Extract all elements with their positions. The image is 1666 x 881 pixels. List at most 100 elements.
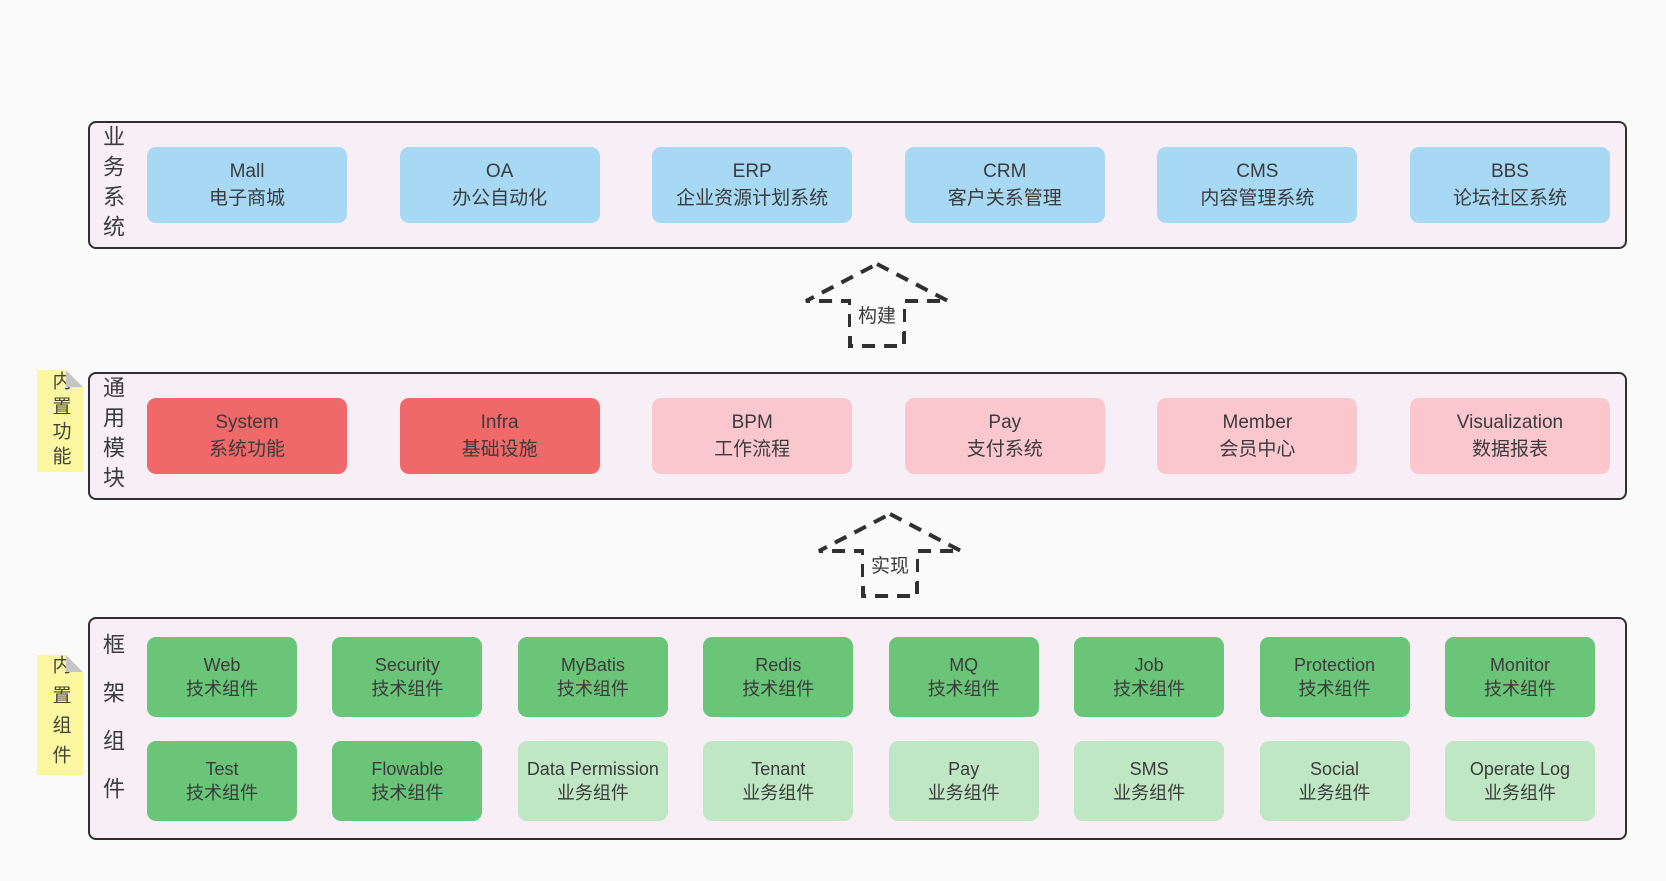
band-label-framework-components: 框架组件 xyxy=(100,632,125,825)
box-title: BPM xyxy=(731,412,773,433)
arrow-label-background xyxy=(851,298,903,332)
box-subtitle: 企业资源计划系统 xyxy=(676,188,829,209)
sticky-note-builtin-features: 内置功能 xyxy=(37,370,83,472)
box-subtitle: 系统功能 xyxy=(208,439,285,460)
box-title: Data Permission xyxy=(526,758,659,779)
folded-corner-icon xyxy=(66,370,83,387)
box-redis: Redis 技术组件 xyxy=(703,636,854,717)
box-title: Infra xyxy=(480,412,519,433)
folded-corner-icon xyxy=(66,655,83,672)
box-mybatis: MyBatis 技术组件 xyxy=(517,636,668,717)
band-label-business-systems: 业务系统 xyxy=(100,125,125,245)
box-title: OA xyxy=(485,161,514,182)
box-title: MyBatis xyxy=(560,654,625,675)
box-social: Social 业务组件 xyxy=(1259,740,1410,821)
box-visualization: Visualization 数据报表 xyxy=(1409,398,1610,474)
box-subtitle: 业务组件 xyxy=(1483,782,1556,803)
box-monitor: Monitor 技术组件 xyxy=(1444,636,1595,717)
box-title: Visualization xyxy=(1456,412,1564,433)
arrow-label: 实现 xyxy=(871,555,909,577)
box-subtitle: 技术组件 xyxy=(1483,678,1556,699)
box-subtitle: 业务组件 xyxy=(742,782,815,803)
box-oa: OA 办公自动化 xyxy=(399,147,600,223)
box-sms: SMS 业务组件 xyxy=(1074,740,1225,821)
box-title: Redis xyxy=(755,654,802,675)
box-protection: Protection 技术组件 xyxy=(1259,636,1410,717)
box-security: Security 技术组件 xyxy=(332,636,483,717)
box-web: Web 技术组件 xyxy=(147,636,297,717)
build-arrow-up-icon: 构建 xyxy=(802,261,952,349)
box-row: Mall 电子商城 OA 办公自动化 ERP 企业资源计划系统 CRM 客户关系管理 CMS 内容… xyxy=(147,147,1610,223)
band-content: Mall 电子商城 OA 办公自动化 ERP 企业资源计划系统 CRM 客户关系管理 CMS 内容… xyxy=(147,123,1610,247)
box-system: System 系统功能 xyxy=(147,398,347,474)
box-subtitle: 技术组件 xyxy=(186,782,258,803)
box-title: Social xyxy=(1310,758,1360,779)
box-subtitle: 技术组件 xyxy=(186,678,258,699)
implement-arrow-up-icon: 实现 xyxy=(815,511,965,599)
box-subtitle: 客户关系管理 xyxy=(947,188,1062,209)
box-title: CRM xyxy=(983,161,1027,182)
box-subtitle: 会员中心 xyxy=(1219,439,1296,460)
arrow-label-background xyxy=(864,548,916,582)
box-title: Web xyxy=(203,654,241,675)
box-title: System xyxy=(215,412,279,433)
box-title: CMS xyxy=(1236,161,1279,182)
box-title: Monitor xyxy=(1489,654,1550,675)
sticky-note-text: 内置组件 xyxy=(49,655,71,775)
box-bpm: BPM 工作流程 xyxy=(652,398,853,474)
box-subtitle: 技术组件 xyxy=(1298,678,1371,699)
box-title: MQ xyxy=(949,654,979,675)
box-member: Member 会员中心 xyxy=(1157,398,1358,474)
box-title: Job xyxy=(1134,654,1164,675)
box-subtitle: 数据报表 xyxy=(1471,439,1548,460)
box-tenant: Tenant 业务组件 xyxy=(703,740,854,821)
box-title: Member xyxy=(1222,412,1293,433)
box-mall: Mall 电子商城 xyxy=(147,147,347,223)
box-subtitle: 基础设施 xyxy=(461,439,538,460)
box-infra: Infra 基础设施 xyxy=(399,398,600,474)
box-subtitle: 业务组件 xyxy=(1113,782,1186,803)
box-title: Test xyxy=(205,758,239,779)
box-erp: ERP 企业资源计划系统 xyxy=(652,147,853,223)
band-common-modules: 通用模块 System 系统功能 Infra 基础设施 BPM 工作流程 Pay 支付系统 Me… xyxy=(88,372,1627,500)
sticky-note-builtin-components: 内置组件 xyxy=(37,655,83,775)
box-subtitle: 业务组件 xyxy=(927,782,1000,803)
box-row: System 系统功能 Infra 基础设施 BPM 工作流程 Pay 支付系统 Member 会… xyxy=(147,398,1610,474)
sticky-note-text: 内置功能 xyxy=(49,371,71,471)
box-subtitle: 技术组件 xyxy=(927,678,1000,699)
box-crm: CRM 客户关系管理 xyxy=(904,147,1105,223)
box-subtitle: 内容管理系统 xyxy=(1200,188,1315,209)
box-title: Mall xyxy=(229,161,265,182)
box-title: ERP xyxy=(732,161,772,182)
box-subtitle: 技术组件 xyxy=(556,678,629,699)
box-title: Tenant xyxy=(751,758,806,779)
band-label-common-modules: 通用模块 xyxy=(100,376,125,496)
band-content: System 系统功能 Infra 基础设施 BPM 工作流程 Pay 支付系统 Member 会… xyxy=(147,374,1610,498)
box-subtitle: 电子商城 xyxy=(208,188,285,209)
box-title: Protection xyxy=(1294,654,1376,675)
box-subtitle: 技术组件 xyxy=(371,678,444,699)
box-subtitle: 论坛社区系统 xyxy=(1452,188,1567,209)
box-test: Test 技术组件 xyxy=(147,740,297,821)
box-title: SMS xyxy=(1129,758,1169,779)
box-subtitle: 工作流程 xyxy=(714,439,791,460)
box-mq: MQ 技术组件 xyxy=(888,636,1039,717)
box-job: Job 技术组件 xyxy=(1074,636,1225,717)
box-title: Pay xyxy=(988,412,1022,433)
box-subtitle: 办公自动化 xyxy=(452,188,548,209)
box-subtitle: 支付系统 xyxy=(966,439,1043,460)
box-title: Flowable xyxy=(371,758,444,779)
box-pay: Pay 支付系统 xyxy=(904,398,1105,474)
box-subtitle: 业务组件 xyxy=(1298,782,1371,803)
box-title: Security xyxy=(374,654,440,675)
box-subtitle: 技术组件 xyxy=(1113,678,1186,699)
band-business-systems: 业务系统 Mall 电子商城 OA 办公自动化 ERP 企业资源计划系统 CRM 客户关系管理… xyxy=(88,121,1627,249)
box-subtitle: 技术组件 xyxy=(742,678,815,699)
